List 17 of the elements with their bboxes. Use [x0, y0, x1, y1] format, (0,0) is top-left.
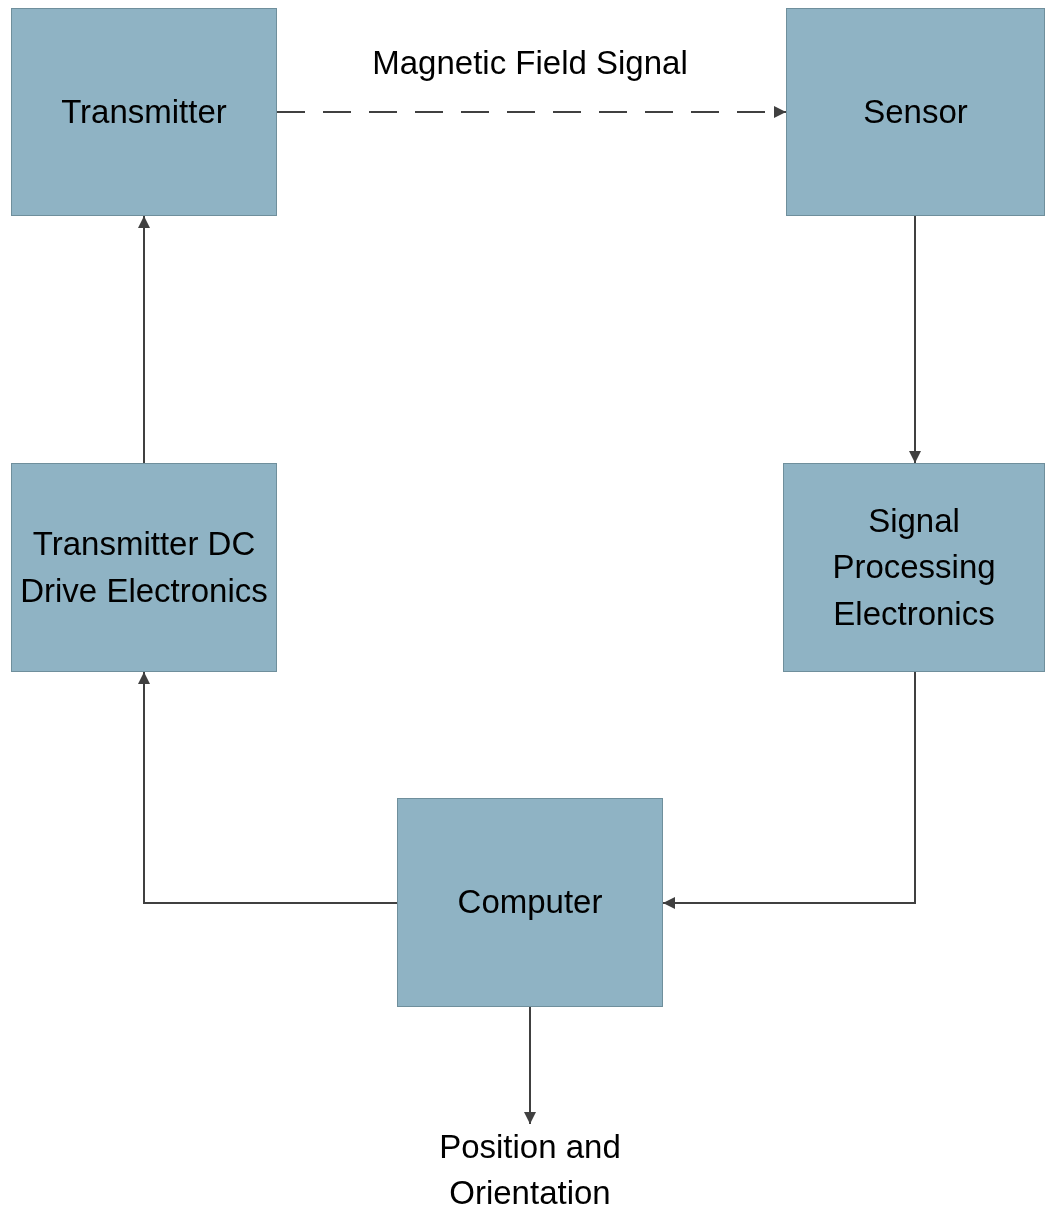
- arrow: [138, 215, 150, 464]
- arrow: [524, 1006, 536, 1125]
- process-box: [11, 8, 277, 216]
- box-label: Sensor: [862, 91, 969, 132]
- box-label: Computer: [456, 882, 604, 923]
- process-box: [783, 463, 1045, 672]
- arrow: [138, 671, 398, 904]
- box-label: Signal Processing Electronics: [831, 501, 997, 634]
- box-label: Transmitter: [60, 91, 228, 132]
- process-box: [397, 798, 663, 1007]
- output-label: Position and Orientation: [438, 1127, 622, 1214]
- box-label: Transmitter DC Drive Electronics: [19, 524, 269, 611]
- arrow: [276, 106, 787, 118]
- arrow: [662, 671, 916, 909]
- process-box: [786, 8, 1045, 216]
- process-box: [11, 463, 277, 672]
- arrow: [909, 215, 921, 464]
